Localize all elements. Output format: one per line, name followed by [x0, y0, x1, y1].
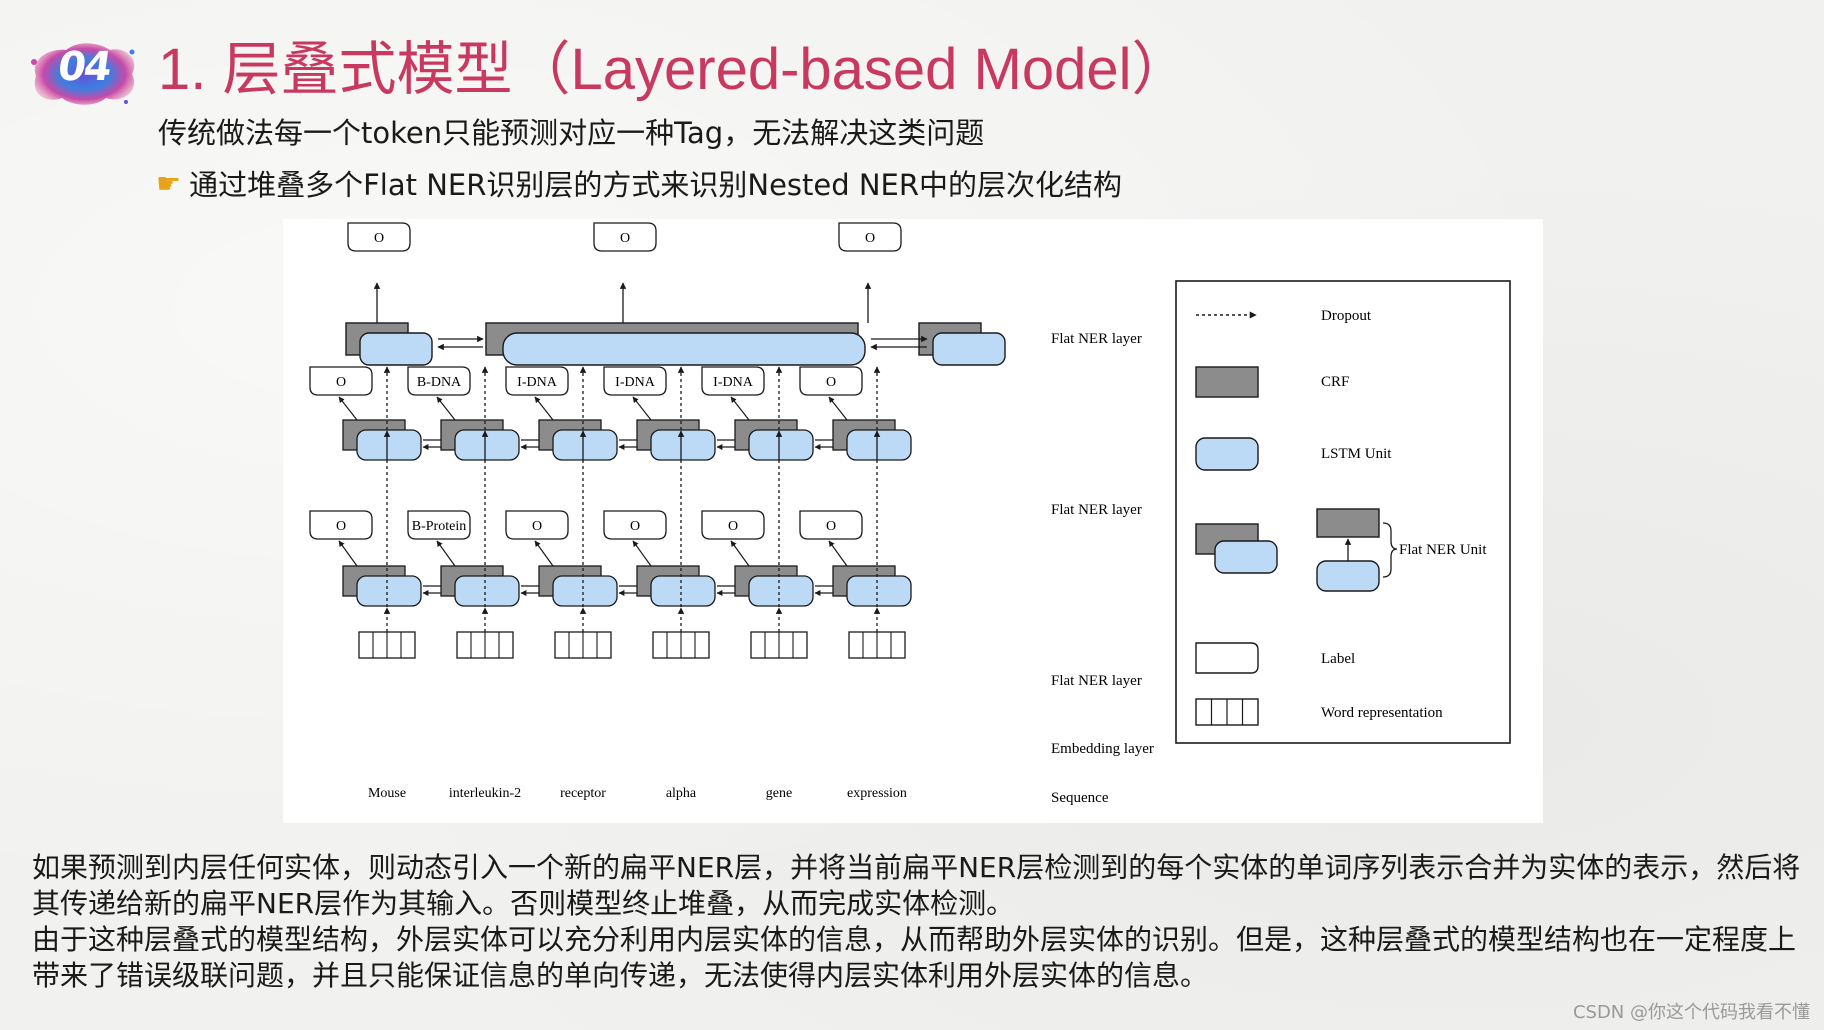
middle-output-arrow: [828, 396, 848, 421]
bottom-output-arrow: [730, 540, 750, 567]
legend-flat-unit-label: Flat NER Unit: [1399, 542, 1487, 558]
middle-label: I-DNA: [615, 375, 656, 390]
lstm-box: [650, 429, 716, 461]
sequence-word: receptor: [560, 786, 606, 801]
bottom-label-shape: [603, 510, 667, 540]
explanation-text: 如果预测到内层任何实体，则动态引入一个新的扁平NER层，并将当前扁平NER层检测…: [32, 850, 1802, 994]
layer-label-top: Flat NER layer: [1051, 331, 1142, 347]
sequence-word: expression: [847, 786, 907, 801]
middle-label: O: [826, 375, 836, 390]
bottom-label-shape: [701, 510, 765, 540]
bullet-point: ☛通过堆叠多个Flat NER识别层的方式来识别Nested NER中的层次化结…: [156, 162, 1122, 204]
legend-dropout-label: Dropout: [1321, 308, 1372, 324]
badge-splash-icon: [31, 43, 135, 105]
lstm-box: [846, 575, 912, 607]
slide-subtitle: 传统做法每一个token只能预测对应一种Tag，无法解决这类问题: [158, 116, 985, 150]
top-label-shape: [593, 222, 657, 252]
legend-crf-label: CRF: [1321, 374, 1349, 390]
bottom-label-shape: [407, 510, 471, 540]
legend-word-rep-label: Word representation: [1321, 705, 1443, 721]
top-label: O: [620, 231, 630, 246]
legend-lstm-swatch: [1195, 437, 1259, 471]
middle-label-shape: [505, 366, 569, 396]
legend-flat-unit-lstm-right: [1316, 560, 1380, 592]
bottom-label-shape: [799, 510, 863, 540]
middle-output-arrow: [338, 396, 358, 421]
bottom-label: O: [532, 519, 542, 534]
lstm-box: [356, 575, 422, 607]
legend-label-swatch: [1195, 642, 1259, 674]
lstm-box: [454, 575, 520, 607]
diagram-canvas: Dropout CRF LSTM Unit Flat NER Unit Labe…: [309, 222, 1511, 806]
bottom-label: O: [336, 519, 346, 534]
middle-label: I-DNA: [713, 375, 754, 390]
legend-box: [1175, 280, 1511, 744]
bottom-label-shape: [505, 510, 569, 540]
top-lstm-box: [359, 332, 433, 366]
explanation-paragraph-1: 如果预测到内层任何实体，则动态引入一个新的扁平NER层，并将当前扁平NER层检测…: [32, 851, 1801, 920]
layer-label-middle: Flat NER layer: [1051, 502, 1142, 518]
lstm-box: [552, 429, 618, 461]
middle-label-shape: [701, 366, 765, 396]
middle-label-shape: [603, 366, 667, 396]
top-lstm-box: [932, 332, 1006, 366]
explanation-paragraph-2: 由于这种层叠式的模型结构，外层实体可以充分利用内层实体的信息，从而帮助外层实体的…: [32, 923, 1797, 992]
bullet-point-text: 通过堆叠多个Flat NER识别层的方式来识别Nested NER中的层次化结构: [189, 168, 1123, 202]
bottom-output-arrow: [534, 540, 554, 567]
middle-label-shape: [309, 366, 373, 396]
middle-output-arrow: [436, 396, 456, 421]
lstm-box: [356, 429, 422, 461]
lstm-box: [650, 575, 716, 607]
lstm-box: [748, 575, 814, 607]
middle-label-shape: [407, 366, 471, 396]
legend-crf-swatch: [1195, 366, 1259, 398]
badge-number: 04: [54, 44, 114, 90]
bottom-output-arrow: [632, 540, 652, 567]
legend-lstm-label: LSTM Unit: [1321, 446, 1392, 462]
bottom-output-arrow: [338, 540, 358, 567]
layer-label-embedding: Embedding layer: [1051, 741, 1154, 757]
top-label-shape: [347, 222, 411, 252]
bottom-output-arrow: [828, 540, 848, 567]
layered-ner-diagram: Dropout CRF LSTM Unit Flat NER Unit Labe…: [283, 219, 1543, 823]
middle-label: B-DNA: [417, 375, 462, 390]
middle-output-arrow: [534, 396, 554, 421]
bottom-output-arrow: [436, 540, 456, 567]
sequence-word: alpha: [666, 786, 697, 801]
bottom-label: O: [630, 519, 640, 534]
top-lstm-box-merged: [502, 332, 866, 366]
bottom-label: O: [728, 519, 738, 534]
legend-flat-unit-lstm: [1214, 540, 1278, 574]
layer-label-bottom: Flat NER layer: [1051, 673, 1142, 689]
lstm-box: [552, 575, 618, 607]
middle-output-arrow: [632, 396, 652, 421]
sequence-word: gene: [766, 786, 792, 801]
top-label: O: [374, 231, 384, 246]
bottom-label-shape: [309, 510, 373, 540]
legend-flat-unit-crf-right: [1316, 508, 1380, 538]
bottom-label: B-Protein: [412, 519, 466, 534]
layer-label-sequence: Sequence: [1051, 790, 1109, 806]
top-label: O: [865, 231, 875, 246]
sequence-word: Mouse: [368, 786, 406, 801]
bottom-label: O: [826, 519, 836, 534]
lstm-box: [748, 429, 814, 461]
lstm-box: [846, 429, 912, 461]
legend-brace: [1382, 522, 1398, 578]
middle-label: I-DNA: [517, 375, 558, 390]
lstm-box: [454, 429, 520, 461]
slide-title: 1. 层叠式模型（Layered-based Model）: [158, 37, 1190, 102]
sequence-word: interleukin-2: [449, 786, 521, 801]
legend-label-label: Label: [1321, 651, 1355, 667]
middle-label-shape: [799, 366, 863, 396]
top-label-shape: [838, 222, 902, 252]
watermark: CSDN @你这个代码我看不懂: [1572, 1002, 1810, 1023]
middle-label: O: [336, 375, 346, 390]
middle-output-arrow: [730, 396, 750, 421]
pointing-hand-icon: ☛: [156, 166, 182, 200]
